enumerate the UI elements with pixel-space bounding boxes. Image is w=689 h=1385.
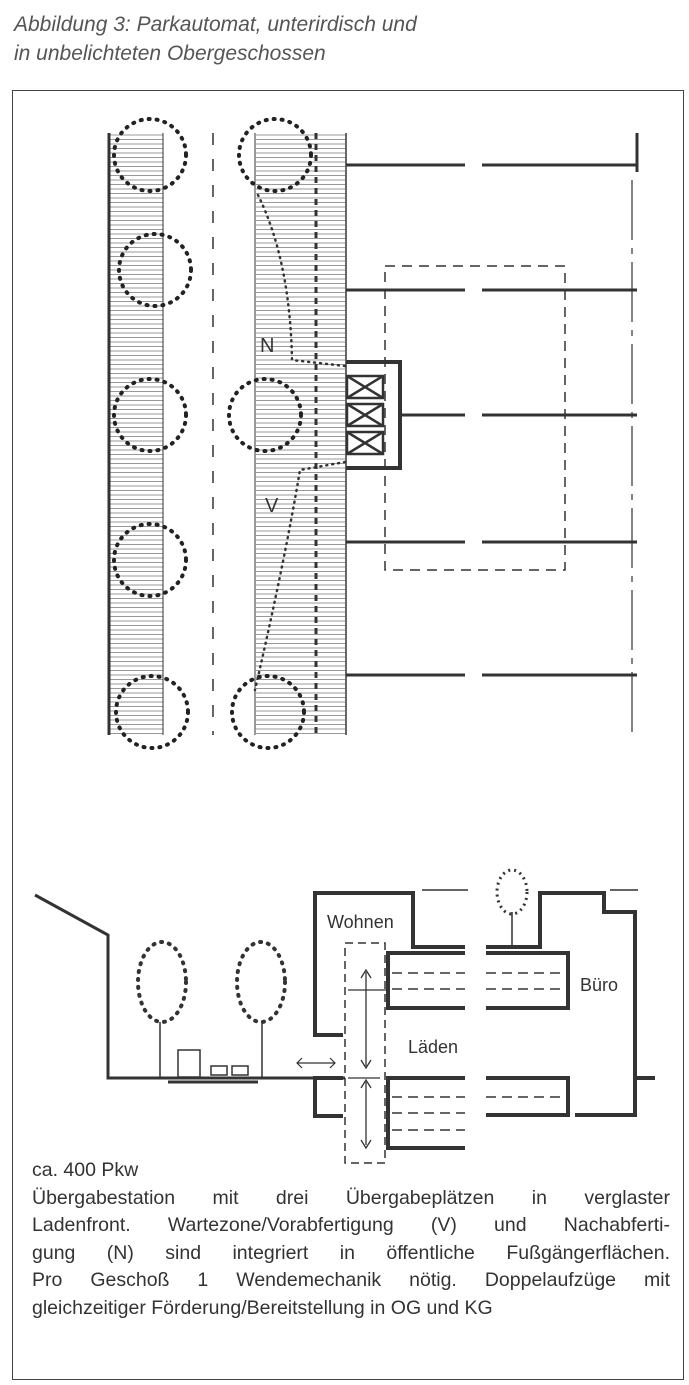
- transfer-station[interactable]: [345, 360, 402, 470]
- figure-caption: ca. 400 Pkw Übergabestation mit drei Übe…: [32, 1157, 670, 1322]
- caption-line: Übergabestation mit drei Übergabeplätzen…: [32, 1186, 670, 1209]
- label-buero: Büro: [580, 975, 618, 995]
- figure-frame: [12, 90, 684, 1380]
- caption-line: gleichzeitiger Förderung/Bereitstellung …: [32, 1296, 493, 1319]
- dropoff-path-v: [253, 460, 347, 692]
- car-small: [177, 1049, 201, 1078]
- sidewalk-right-hatching: [256, 134, 345, 734]
- section-view: Wohnen Büro Läden: [34, 868, 655, 1164]
- tree-icon: [227, 377, 303, 453]
- tree-icon: [112, 377, 188, 453]
- tree-icon: [112, 117, 188, 193]
- building-section: [313, 889, 655, 1150]
- label-n: N: [260, 335, 274, 357]
- figure-title-line-1: Abbildung 3: Parkautomat, unterirdisch u…: [14, 13, 417, 36]
- trees-section: [136, 868, 529, 1078]
- caption-capacity: ca. 400 Pkw: [32, 1159, 139, 1181]
- street-ground-line: [34, 893, 345, 1080]
- caption-line: Ladenfront. Wartezone/Vorabfertigung (V)…: [32, 1214, 670, 1236]
- elevator-zone-dashed: [384, 265, 566, 571]
- tree-icon: [112, 522, 188, 598]
- sidewalk-left-hatching: [110, 134, 163, 734]
- elevator-shaft: [344, 942, 386, 1164]
- plan-view: N V: [107, 117, 639, 750]
- parking-decks: [392, 972, 565, 1131]
- parking-rows: [346, 133, 639, 735]
- label-v: V: [265, 495, 279, 517]
- tree-icon: [237, 117, 313, 193]
- label-wohnen: Wohnen: [327, 912, 394, 932]
- figure-title: Abbildung 3: Parkautomat, unterirdisch u…: [14, 10, 417, 68]
- figure-title-line-2: in unbelichteten Obergeschossen: [14, 42, 326, 65]
- tree-icon: [114, 674, 190, 750]
- caption-line: gung (N) sind integriert in öffentliche …: [32, 1241, 670, 1264]
- tree-icon: [117, 232, 193, 308]
- pickup-path-n: [256, 193, 347, 368]
- elevator-arrows: [360, 968, 372, 1150]
- tree-icon: [230, 674, 306, 750]
- trees-plan: [112, 117, 313, 750]
- label-laeden: Läden: [408, 1037, 458, 1057]
- caption-line: Pro Geschoß 1 Wendemechanik nötig. Doppe…: [32, 1269, 670, 1291]
